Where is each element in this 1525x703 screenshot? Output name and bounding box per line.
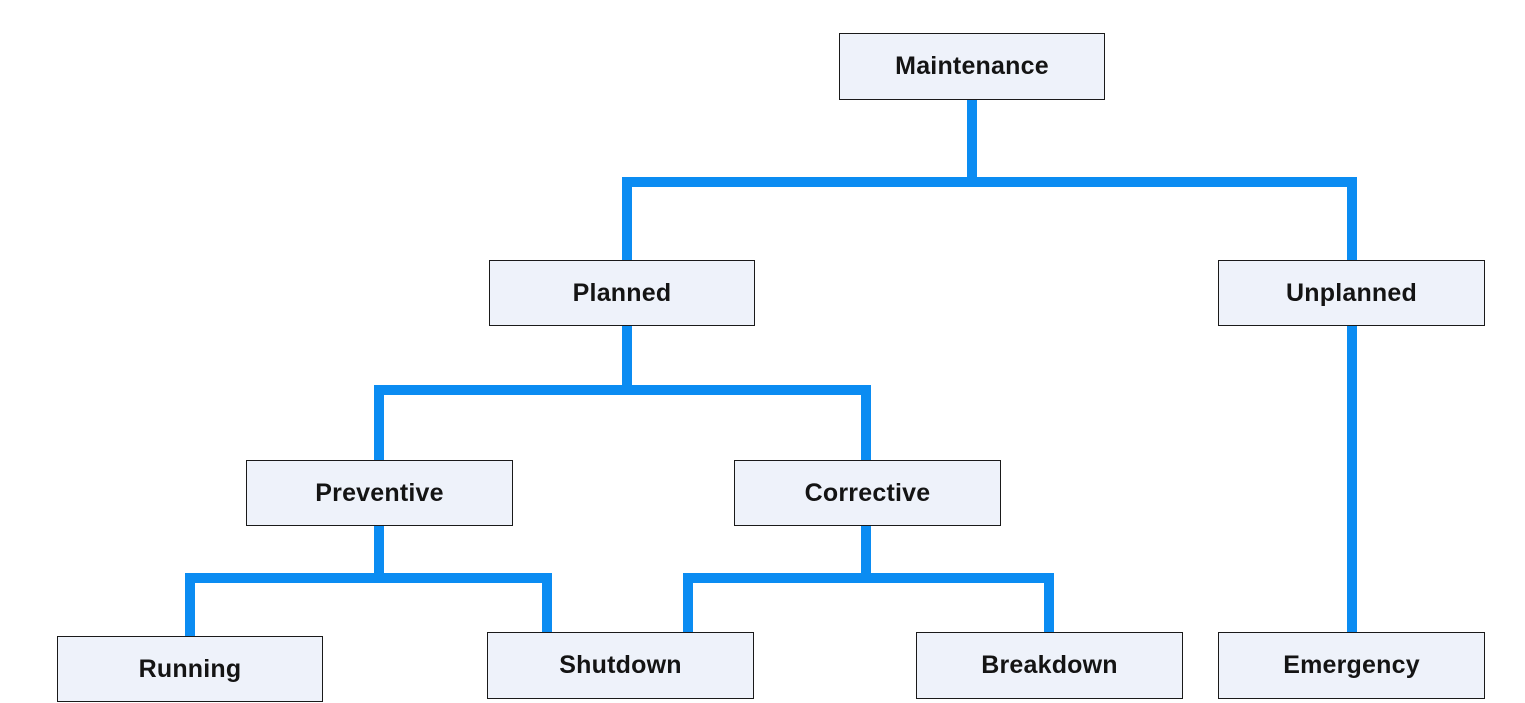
connector-maintenance-planned [622,100,977,260]
connector-corrective-shutdown [683,526,871,632]
node-label: Maintenance [895,52,1049,80]
node-label: Shutdown [559,651,682,679]
connector-planned-corrective [627,385,871,460]
node-breakdown: Breakdown [916,632,1183,699]
node-emergency: Emergency [1218,632,1485,699]
connector-planned-preventive [374,326,632,460]
node-label: Corrective [804,478,931,507]
node-planned: Planned [489,260,755,326]
node-label: Unplanned [1286,278,1417,307]
node-corrective: Corrective [734,460,1001,526]
node-label: Running [138,654,242,683]
node-shutdown: Shutdown [487,632,754,699]
node-label: Breakdown [981,651,1118,679]
node-label: Emergency [1283,651,1420,679]
node-label: Preventive [315,478,444,507]
connector-corrective-breakdown [866,573,1054,632]
connector-maintenance-unplanned [972,177,1357,260]
node-running: Running [57,636,323,702]
connector-preventive-shutdown [379,573,552,632]
node-label: Planned [572,278,672,307]
node-preventive: Preventive [246,460,513,526]
connector-preventive-running [185,526,384,636]
node-maintenance: Maintenance [839,33,1105,100]
node-unplanned: Unplanned [1218,260,1485,326]
